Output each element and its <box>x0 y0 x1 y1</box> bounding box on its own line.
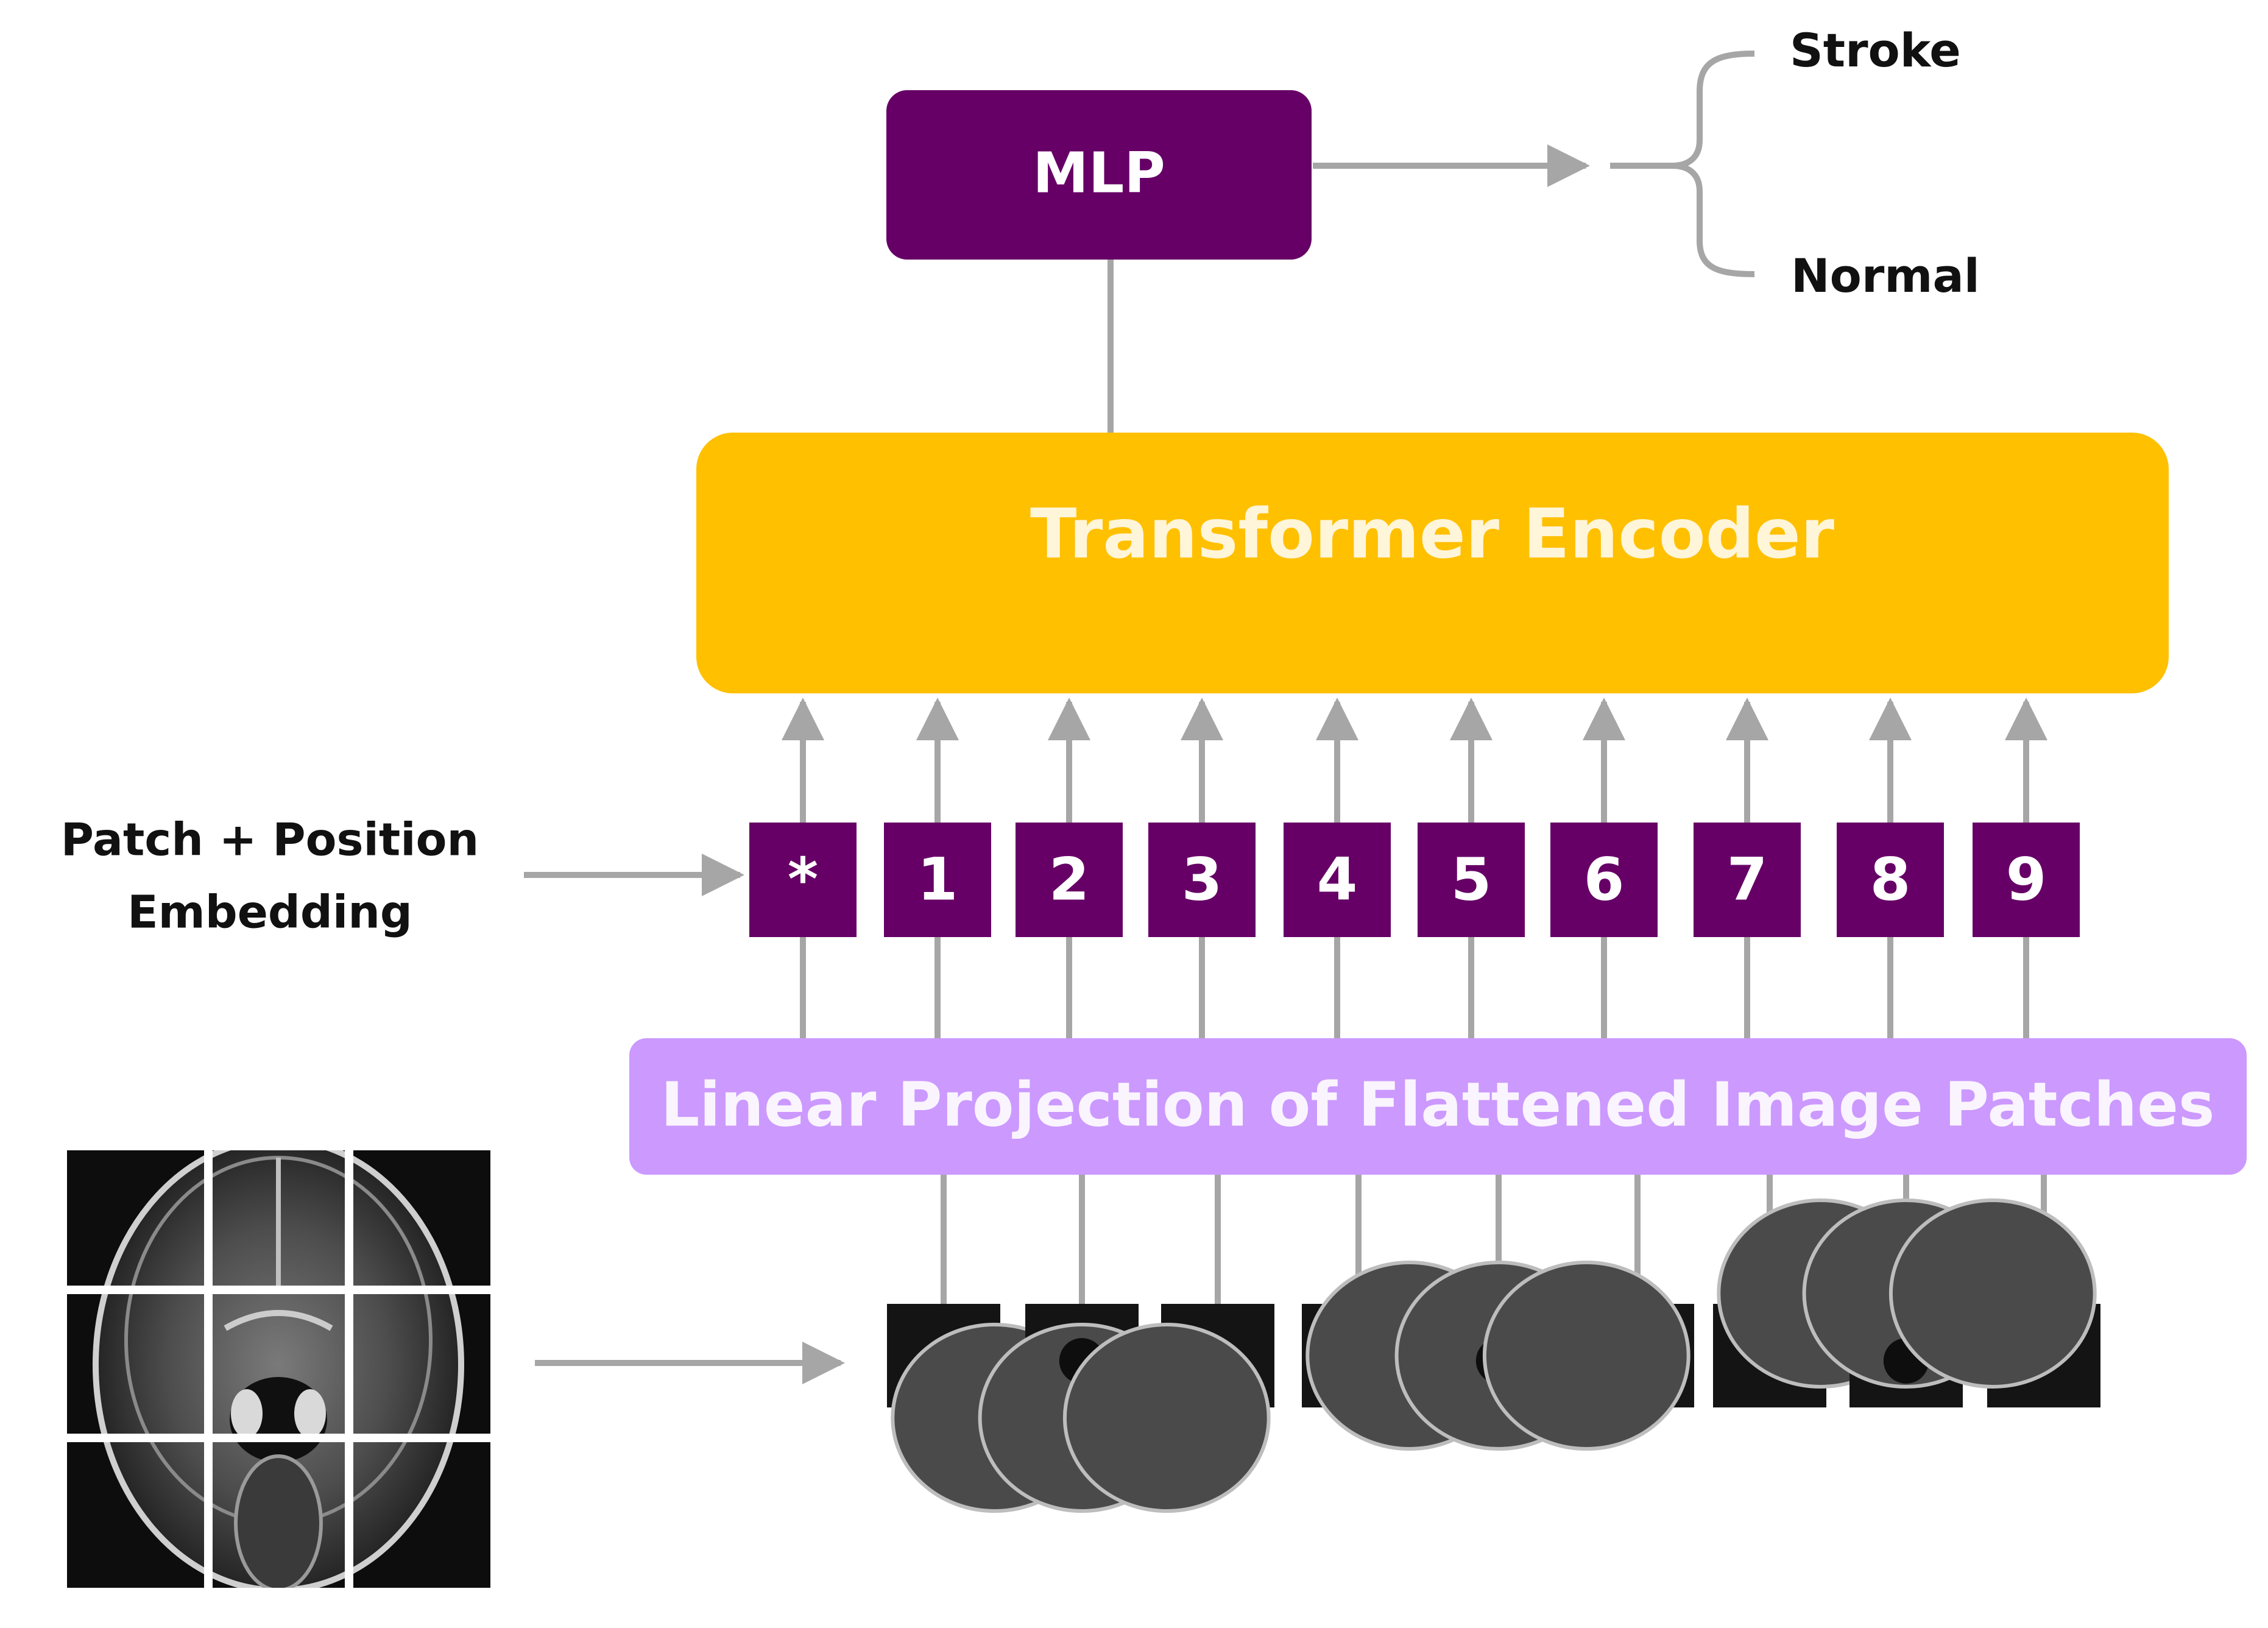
token-label: 6 <box>1584 845 1625 913</box>
token-label: 2 <box>1049 845 1090 913</box>
token-box <box>749 823 857 937</box>
output-label-stroke: Stroke <box>1790 23 1961 77</box>
token-label: 4 <box>1317 845 1358 913</box>
output-brace <box>1610 51 1755 277</box>
token-box <box>1284 823 1391 937</box>
embedding-label-line2: Embedding <box>127 887 412 939</box>
token-box <box>1016 823 1123 937</box>
transformer-encoder-box <box>696 433 2169 693</box>
token-label: 9 <box>2006 845 2047 913</box>
mlp-block: MLP <box>886 90 1312 260</box>
transformer-encoder-label: Transformer Encoder <box>1030 495 1834 574</box>
token-box <box>1694 823 1801 937</box>
image-patch <box>1062 1304 1274 1513</box>
image-patch <box>1888 1198 2100 1407</box>
token-box <box>1837 823 1944 937</box>
embedding-label-line1: Patch + Position <box>61 814 479 866</box>
mri-source-image <box>67 1150 490 1588</box>
image-patch <box>1482 1261 1694 1451</box>
flattened-patches <box>887 1198 2100 1513</box>
token-label: * <box>788 845 818 913</box>
token-box <box>1973 823 2080 937</box>
token-box <box>1148 823 1256 937</box>
embedding-tokens: * 1 2 3 4 5 6 7 8 9 <box>749 823 2080 937</box>
connector-lines <box>524 144 2047 1384</box>
token-label: 5 <box>1451 845 1492 913</box>
token-label: 1 <box>917 845 958 913</box>
linear-projection-label: Linear Projection of Flattened Image Pat… <box>661 1069 2215 1140</box>
token-label: 7 <box>1727 845 1768 913</box>
mlp-label: MLP <box>1033 140 1165 205</box>
linear-projection-block: Linear Projection of Flattened Image Pat… <box>629 1038 2247 1175</box>
token-label: 3 <box>1182 845 1223 913</box>
linear-projection-box <box>629 1038 2247 1175</box>
mlp-box <box>886 90 1312 260</box>
token-label: 8 <box>1870 845 1911 913</box>
transformer-encoder-block: Transformer Encoder <box>696 433 2169 693</box>
output-label-normal: Normal <box>1791 249 1980 303</box>
token-box <box>1418 823 1525 937</box>
token-box <box>1550 823 1658 937</box>
token-box <box>884 823 991 937</box>
